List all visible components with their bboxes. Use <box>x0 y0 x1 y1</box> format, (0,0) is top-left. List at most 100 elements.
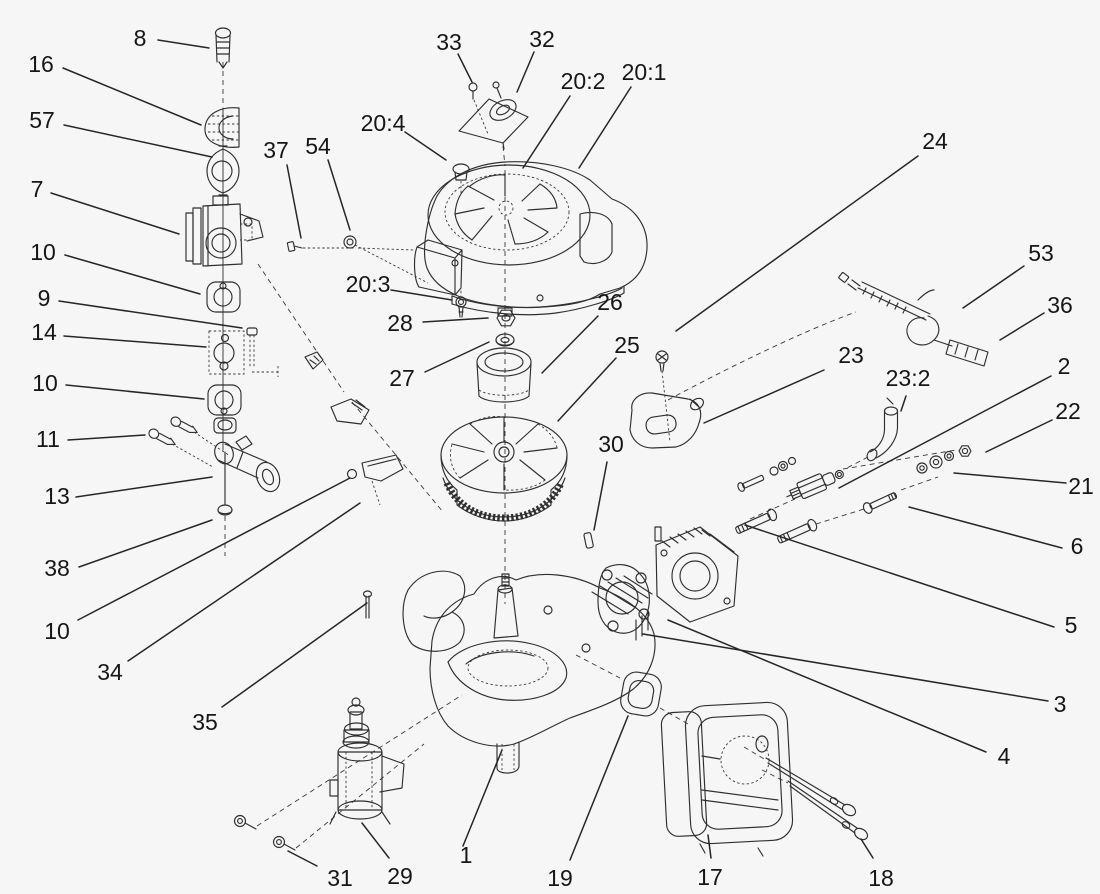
governor-clip-12-drawing <box>304 351 324 370</box>
screw-37-drawing <box>286 241 356 252</box>
leader-line-7-3 <box>50 192 180 235</box>
washer-10a-drawing <box>206 281 241 313</box>
part-label-20-2-25: 20:2 <box>561 68 606 94</box>
leader-line-18-19 <box>860 838 874 859</box>
leader-line-26-30 <box>541 315 599 374</box>
leader-line-33-22 <box>457 53 473 83</box>
leader-line-30-32 <box>593 461 608 531</box>
housing-screw-20-3-drawing <box>455 286 467 318</box>
intake-elbow-13-drawing <box>214 435 281 516</box>
bolt-8-drawing <box>214 27 232 69</box>
part-label-8-0: 8 <box>134 25 147 51</box>
leader-line-21-40 <box>953 472 1067 484</box>
part-label-2-38: 2 <box>1058 353 1071 379</box>
bolt-6-drawing <box>862 492 898 514</box>
part-label-33-22: 33 <box>436 29 462 55</box>
part-label-13-9: 13 <box>44 483 70 509</box>
leader-line-36-35 <box>999 312 1045 341</box>
rocker-bolt-washers-drawing <box>737 456 797 492</box>
leader-line-38-10 <box>78 519 213 568</box>
exhaust-gasket-19-drawing <box>620 671 662 717</box>
housing-cap-20-4-drawing <box>452 163 470 195</box>
part-label-4-44: 4 <box>998 743 1011 769</box>
part-label-11-8: 11 <box>36 426 60 452</box>
nut-54-drawing <box>343 235 429 284</box>
leader-line-8-0 <box>157 39 210 49</box>
leader-line-23-36 <box>703 369 825 424</box>
leader-line-9-5 <box>58 300 243 329</box>
part-label-36-35: 36 <box>1047 292 1073 318</box>
part-label-35-13: 35 <box>192 709 218 735</box>
part-label-7-3: 7 <box>31 176 44 202</box>
leader-line-34-12 <box>127 502 361 662</box>
muffler-17-drawing <box>660 701 794 857</box>
leader-line-1-16 <box>462 749 503 847</box>
part-label-20-4-24: 20:4 <box>361 110 406 136</box>
part-label-28-28: 28 <box>387 310 413 336</box>
ignition-coil-23-24-drawing <box>629 350 704 449</box>
engine-block-1-drawing <box>402 570 656 774</box>
washer-27-drawing <box>495 333 515 347</box>
flywheel-nut-28-drawing <box>496 309 516 327</box>
plug-boot-23-2-drawing <box>844 397 899 470</box>
leader-line-11-8 <box>67 434 146 441</box>
part-label-20-3-27: 20:3 <box>346 271 391 297</box>
leader-line-2-38 <box>838 375 1052 489</box>
wire-harness-53-36-drawing <box>838 272 989 367</box>
part-label-37-20: 37 <box>263 137 289 163</box>
electric-starter-29-drawing <box>329 697 405 825</box>
head-gasket-3-drawing <box>597 564 650 634</box>
starter-bolts-31-drawing <box>233 814 296 851</box>
part-label-25-31: 25 <box>614 332 640 358</box>
part-label-22-39: 22 <box>1055 398 1081 424</box>
leader-line-14-6 <box>63 335 207 348</box>
cylinder-head-4-drawing <box>654 526 739 623</box>
leader-line-10-4 <box>64 254 201 295</box>
leader-line-13-9 <box>75 476 213 498</box>
flywheel-25-drawing <box>440 415 568 522</box>
part-label-23-36: 23 <box>838 342 864 368</box>
assembly-axis-lines <box>222 62 957 849</box>
bolt-9-drawing <box>246 327 279 377</box>
carburetor-7-drawing <box>185 195 264 267</box>
washer-10b-drawing <box>207 384 242 416</box>
part-label-21-40: 21 <box>1068 473 1094 499</box>
part-label-26-30: 26 <box>597 289 623 315</box>
pump-body-14-drawing <box>208 330 245 375</box>
part-label-53-34: 53 <box>1028 240 1054 266</box>
leader-line-20-2-25 <box>522 95 571 169</box>
leader-line-28-28 <box>422 317 489 323</box>
part-label-3-43: 3 <box>1054 691 1067 717</box>
part-label-6-41: 6 <box>1071 533 1084 559</box>
leader-line-31-14 <box>287 850 318 867</box>
leader-line-20-1-26 <box>578 86 632 169</box>
leader-line-53-34 <box>962 265 1025 309</box>
leader-line-5-42 <box>744 524 1055 628</box>
leader-line-16-1 <box>62 67 202 126</box>
screw-33-drawing <box>468 82 478 100</box>
nut-22-drawing <box>958 445 972 457</box>
part-label-9-5: 9 <box>38 285 51 311</box>
part-label-14-6: 14 <box>31 319 57 345</box>
bolt-35-target-drawing <box>362 590 373 619</box>
leader-line-27-29 <box>424 341 490 373</box>
part-label-30-32: 30 <box>598 431 624 457</box>
governor-lever-drawing <box>361 454 404 506</box>
part-label-18-19: 18 <box>868 865 894 891</box>
part-label-34-12: 34 <box>97 659 123 685</box>
part-label-10-7: 10 <box>32 370 58 396</box>
part-label-54-21: 54 <box>305 133 331 159</box>
leader-line-24-33 <box>675 155 919 332</box>
leader-line-3-43 <box>642 633 1049 702</box>
spark-plug-2-drawing <box>786 469 844 500</box>
part-label-32-23: 32 <box>529 26 555 52</box>
leader-line-32-23 <box>516 51 535 93</box>
bracket-15-drawing <box>330 398 370 425</box>
part-label-38-10: 38 <box>44 555 70 581</box>
part-label-31-14: 31 <box>327 865 353 891</box>
leader-line-25-31 <box>557 357 617 422</box>
leader-line-6-41 <box>908 506 1063 549</box>
part-label-57-2: 57 <box>29 107 55 133</box>
